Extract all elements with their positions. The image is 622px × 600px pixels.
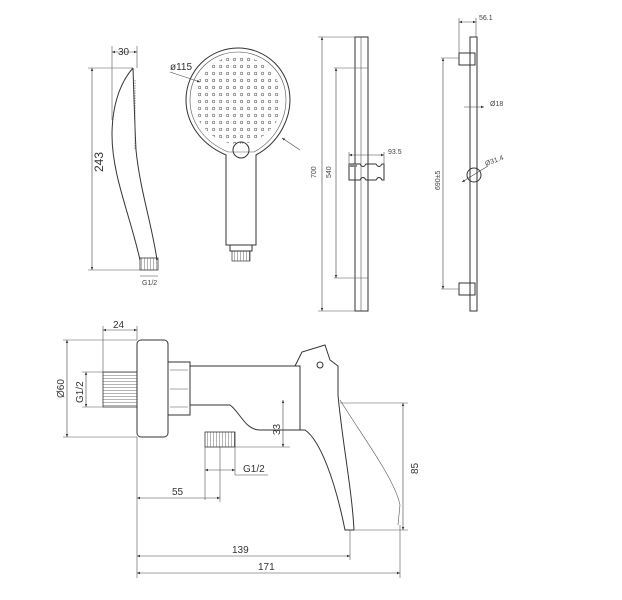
body-length-dimension: 139 xyxy=(232,545,249,556)
rail-length-dimension: 700 xyxy=(311,166,318,178)
mode-button xyxy=(232,141,250,159)
slider-diameter-dimension: Ø31.4 xyxy=(484,155,504,168)
thread-dimension: G1/2 xyxy=(142,280,157,287)
slider-dimension: 93.5 xyxy=(388,149,402,156)
width-dimension: 30 xyxy=(118,47,130,58)
mixer-body xyxy=(189,365,301,431)
bracket-spacing-dimension: 690±5 xyxy=(435,170,442,190)
rod-diameter-dimension: Ø18 xyxy=(490,101,503,108)
mixer-side-view: 24 Ø60 G1/2 33 G1/2 55 85 139 171 xyxy=(56,320,421,578)
outlet-thread xyxy=(204,431,236,448)
rail-side-view: 56.1 Ø18 Ø31.4 690±5 xyxy=(435,15,505,312)
inlet-thread xyxy=(102,371,138,408)
bracket-dimension: 56.1 xyxy=(479,15,493,22)
thread-length-dimension: 24 xyxy=(113,320,125,331)
total-length-dimension: 171 xyxy=(258,562,275,573)
lever-height-dimension: 85 xyxy=(410,462,421,474)
wall-plate xyxy=(136,339,169,438)
outlet-offset-dimension: 55 xyxy=(172,487,184,498)
hand-shower-side-view: 30 243 G1/2 xyxy=(88,46,159,287)
inlet-thread-dimension: G1/2 xyxy=(75,381,86,403)
slide-rail-view: 700 540 93.5 xyxy=(311,36,402,312)
outlet-height-dimension: 33 xyxy=(272,423,283,435)
travel-dimension: 540 xyxy=(326,166,333,178)
slider-holder xyxy=(348,163,385,181)
spray-nozzles xyxy=(194,56,282,144)
hand-shower-front-view: ø115 xyxy=(169,47,301,262)
height-dimension: 243 xyxy=(92,152,106,172)
thread-icon xyxy=(139,257,159,271)
plate-diameter-dimension: Ø60 xyxy=(56,379,67,398)
diameter-dimension: ø115 xyxy=(170,62,192,73)
outlet-thread-dimension: G1/2 xyxy=(243,464,265,475)
